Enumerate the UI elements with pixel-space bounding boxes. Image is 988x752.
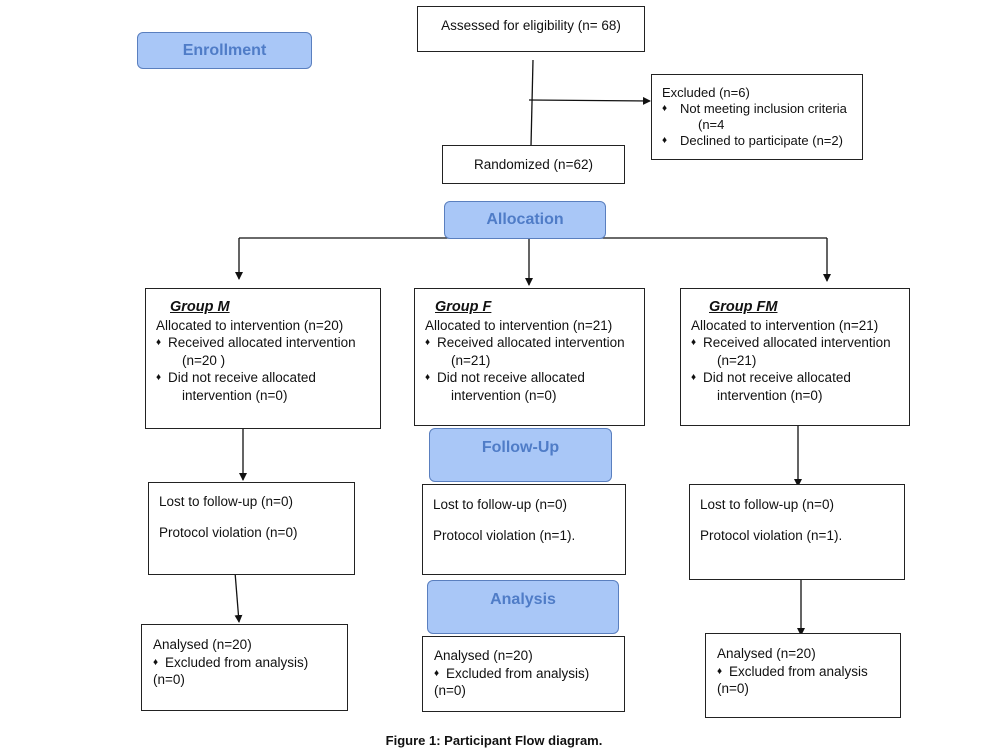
to-excluded-arrow (528, 96, 651, 105)
group-m-excluded-n: (n=0) (153, 672, 185, 687)
group-f-received-n: (n=21) (451, 352, 491, 368)
group-f-received: ♦Received allocated intervention (425, 335, 625, 350)
group-f-title: Group F (435, 299, 492, 315)
group-f-analysis-box: Analysed (n=20) ♦Excluded from analysis)… (422, 636, 625, 712)
group-m-lost: Lost to follow-up (n=0) (159, 494, 293, 509)
figure-caption: Figure 1: Participant Flow diagram. (385, 733, 603, 748)
allocation-stage-label: Allocation (444, 201, 606, 239)
assessed-text: Assessed for eligibility (n= 68) (441, 18, 621, 33)
excluded-item-2: ♦Declined to participate (n=2) (662, 133, 843, 148)
group-f-protocol: Protocol violation (n=1). (433, 527, 576, 543)
bullet-diamond-icon: ♦ (156, 372, 162, 383)
group-fm-excluded: ♦Excluded from analysis (717, 663, 868, 679)
group-fm-analysed: Analysed (n=20) (717, 646, 816, 661)
bullet-diamond-icon: ♦ (434, 667, 440, 679)
group-fm-allocation-box: Group FM Allocated to intervention (n=21… (680, 288, 910, 426)
group-fm-protocol: Protocol violation (n=1). (700, 527, 843, 543)
group-fm-analysis-box: Analysed (n=20) ♦Excluded from analysis … (705, 633, 901, 718)
group-m-excluded: ♦Excluded from analysis) (153, 654, 309, 670)
bullet-diamond-icon: ♦ (691, 337, 697, 348)
group-fm-excluded-n: (n=0) (717, 681, 749, 696)
group-f-lost: Lost to follow-up (n=0) (433, 497, 567, 512)
group-f-excluded-n: (n=0) (434, 683, 466, 698)
group-m-followup-box: Lost to follow-up (n=0) Protocol violati… (148, 482, 355, 575)
group-fm-title: Group FM (709, 299, 778, 315)
randomized-text: Randomized (n=62) (474, 156, 593, 172)
arrow-m-analysis (234, 571, 243, 623)
bullet-diamond-icon: ♦ (662, 103, 668, 114)
group-fm-received: ♦Received allocated intervention (691, 335, 891, 350)
group-f-analysed: Analysed (n=20) (434, 648, 533, 663)
excluded-item-1-n: (n=4 (698, 117, 725, 132)
group-m-allocated: Allocated to intervention (n=20) (156, 317, 344, 333)
group-m-title: Group M (170, 299, 230, 315)
bullet-diamond-icon: ♦ (425, 337, 431, 348)
group-f-allocation-box: Group F Allocated to intervention (n=21)… (414, 288, 645, 426)
group-f-not-received: ♦Did not receive allocated (425, 370, 585, 385)
group-fm-followup-box: Lost to follow-up (n=0) Protocol violati… (689, 484, 905, 580)
group-fm-allocated: Allocated to intervention (n=21) (691, 317, 879, 333)
excluded-item-1: ♦Not meeting inclusion criteria (662, 101, 847, 116)
group-f-excluded: ♦Excluded from analysis) (434, 665, 590, 681)
followup-stage-label: Follow-Up (429, 428, 612, 482)
group-m-received-n: (n=20 ) (182, 352, 226, 368)
assessed-to-randomized-line (530, 59, 534, 147)
group-fm-lost: Lost to follow-up (n=0) (700, 497, 834, 512)
group-fm-not-received-n: intervention (n=0) (717, 387, 823, 403)
bullet-diamond-icon: ♦ (662, 135, 668, 146)
bullet-diamond-icon: ♦ (425, 372, 431, 383)
bullet-diamond-icon: ♦ (691, 372, 697, 383)
group-f-not-received-n: intervention (n=0) (451, 387, 557, 403)
group-m-received: ♦Received allocated intervention (156, 335, 356, 350)
group-fm-received-n: (n=21) (717, 352, 757, 368)
enrollment-stage-label: Enrollment (137, 32, 312, 69)
group-m-not-received-n: intervention (n=0) (182, 387, 288, 403)
assessed-box: Assessed for eligibility (n= 68) (417, 6, 645, 52)
bullet-diamond-icon: ♦ (153, 656, 159, 668)
group-m-analysed: Analysed (n=20) (153, 637, 252, 652)
bullet-diamond-icon: ♦ (717, 665, 723, 677)
group-m-allocation-box: Group M Allocated to intervention (n=20)… (145, 288, 381, 429)
excluded-box: Excluded (n=6) ♦Not meeting inclusion cr… (651, 74, 863, 160)
randomized-box: Randomized (n=62) (442, 145, 625, 184)
excluded-title: Excluded (n=6) (662, 85, 750, 100)
group-f-followup-box: Lost to follow-up (n=0) Protocol violati… (422, 484, 626, 575)
analysis-stage-label: Analysis (427, 580, 619, 634)
group-m-not-received: ♦Did not receive allocated (156, 370, 316, 385)
group-m-protocol: Protocol violation (n=0) (159, 524, 298, 540)
group-fm-not-received: ♦Did not receive allocated (691, 370, 851, 385)
group-m-analysis-box: Analysed (n=20) ♦Excluded from analysis)… (141, 624, 348, 711)
group-f-allocated: Allocated to intervention (n=21) (425, 317, 613, 333)
bullet-diamond-icon: ♦ (156, 337, 162, 348)
